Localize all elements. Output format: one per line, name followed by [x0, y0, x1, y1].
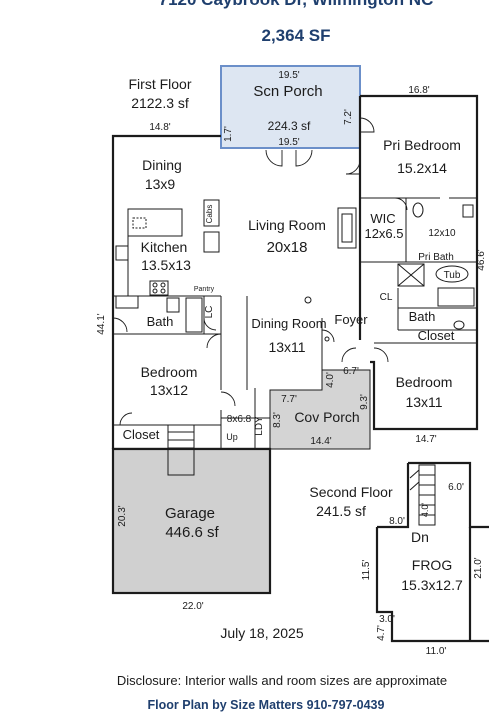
- foyer-label: Foyer: [334, 312, 368, 327]
- stairs-up-label: Up: [226, 432, 238, 442]
- dim-cov-top-left: 7.7': [281, 394, 297, 405]
- bedroom-right-label: Bedroom: [396, 374, 453, 390]
- bath-right-label: Bath: [409, 309, 436, 324]
- garage-label: Garage: [165, 505, 215, 522]
- bath-left-label: Bath: [147, 314, 174, 329]
- bedroom-left-label: Bedroom: [141, 364, 198, 380]
- dim-frog-left: 11.5': [361, 560, 372, 581]
- cabs-label: Cabs: [205, 205, 214, 224]
- wic-label: WIC: [370, 211, 395, 226]
- dim-cov-notch: 4.0': [325, 372, 336, 388]
- linen-closet-label: LC: [204, 306, 215, 319]
- garage: [111, 447, 272, 595]
- dim-cov-top-right: 6.7': [343, 366, 359, 377]
- wic-size: 12x6.5: [364, 226, 403, 241]
- disclosure-text: Disclosure: Interior walls and room size…: [117, 673, 447, 688]
- closet-right-label: Closet: [418, 328, 455, 343]
- laundry-label: LDY: [254, 416, 265, 436]
- bedroom-left-size: 13x12: [150, 382, 188, 398]
- dim-frog-bottom: 11.0': [426, 646, 447, 657]
- frog-size: 15.3x12.7: [401, 577, 463, 593]
- living-room-size: 20x18: [267, 239, 308, 256]
- screen-porch-area: 224.3 sf: [268, 119, 311, 133]
- dim-garage-bottom: 22.0': [182, 601, 203, 612]
- primary-bath-label: Pri Bath: [418, 252, 454, 263]
- garage-area: 446.6 sf: [165, 524, 219, 541]
- first-floor-title: First Floor: [129, 76, 192, 92]
- dim-frog-small-left: 4.7': [376, 625, 387, 641]
- second-floor-title: Second Floor: [309, 484, 393, 500]
- primary-bath-size: 12x10: [428, 228, 456, 239]
- dim-stair-side: 4.0': [420, 503, 430, 518]
- screen-porch-label: Scn Porch: [253, 83, 322, 100]
- dim-frog-left-top: 8.0': [389, 516, 405, 527]
- dim-cov-left: 8.3': [272, 412, 283, 428]
- dim-frog-small-bottom: 3.0': [379, 614, 395, 625]
- stairs-second-floor: [409, 464, 436, 526]
- dining-size: 13x9: [145, 176, 176, 192]
- dim-cov-bottom: 14.4': [310, 436, 331, 447]
- total-square-feet: 2,364 SF: [262, 26, 331, 45]
- cl-label: CL: [380, 292, 393, 303]
- dim-stair-top: 6.0': [448, 482, 464, 493]
- fixtures: [115, 199, 475, 342]
- kitchen-label: Kitchen: [141, 239, 188, 255]
- dim-cov-right: 9.3': [359, 394, 370, 410]
- credit-text: Floor Plan by Size Matters 910-797-0439: [148, 698, 385, 712]
- pantry-label: Pantry: [194, 286, 215, 293]
- stairs-down-label: Dn: [411, 529, 429, 545]
- first-floor-area: 2122.3 sf: [131, 95, 189, 111]
- dining-label: Dining: [142, 157, 182, 173]
- dim-porch-top: 19.5': [278, 70, 299, 81]
- living-room-label: Living Room: [248, 217, 326, 233]
- screen-porch: [220, 65, 361, 149]
- door-swings: [112, 117, 408, 426]
- dim-porch-bottom: 19.5': [278, 137, 299, 148]
- plan-date: July 18, 2025: [220, 625, 303, 641]
- tub-label: Tub: [444, 270, 461, 281]
- covered-porch-label: Cov Porch: [294, 409, 359, 425]
- dim-primary-top: 16.8': [408, 85, 429, 96]
- dim-porch-left: 1.7': [223, 126, 234, 142]
- second-floor-area: 241.5 sf: [316, 503, 366, 519]
- kitchen-size: 13.5x13: [141, 257, 191, 273]
- primary-bedroom-size: 15.2x14: [397, 160, 447, 176]
- dining-room-label: Dining Room: [251, 316, 326, 331]
- dining-room-size: 13x11: [268, 339, 305, 355]
- closet-left-label: Closet: [123, 427, 160, 442]
- dim-frog-right: 21.0': [473, 557, 484, 578]
- dim-right-side: 46.6': [476, 249, 487, 270]
- address-title: 7120 Caybrook Dr, Wilmington NC: [159, 0, 434, 9]
- primary-bedroom-label: Pri Bedroom: [383, 137, 461, 153]
- dim-left-side: 44.1': [96, 313, 107, 334]
- frog-label: FROG: [412, 557, 452, 573]
- tub-shape: [435, 265, 469, 283]
- frog-walls: [375, 461, 489, 643]
- dim-dining-top: 14.8': [149, 122, 170, 133]
- laundry-size: 8x6.8: [227, 414, 252, 425]
- dim-right-bottom: 14.7': [415, 434, 436, 445]
- bedroom-right-size: 13x11: [405, 394, 442, 410]
- dim-garage-side: 20.3': [117, 505, 128, 526]
- dim-porch-right: 7.2': [343, 109, 354, 125]
